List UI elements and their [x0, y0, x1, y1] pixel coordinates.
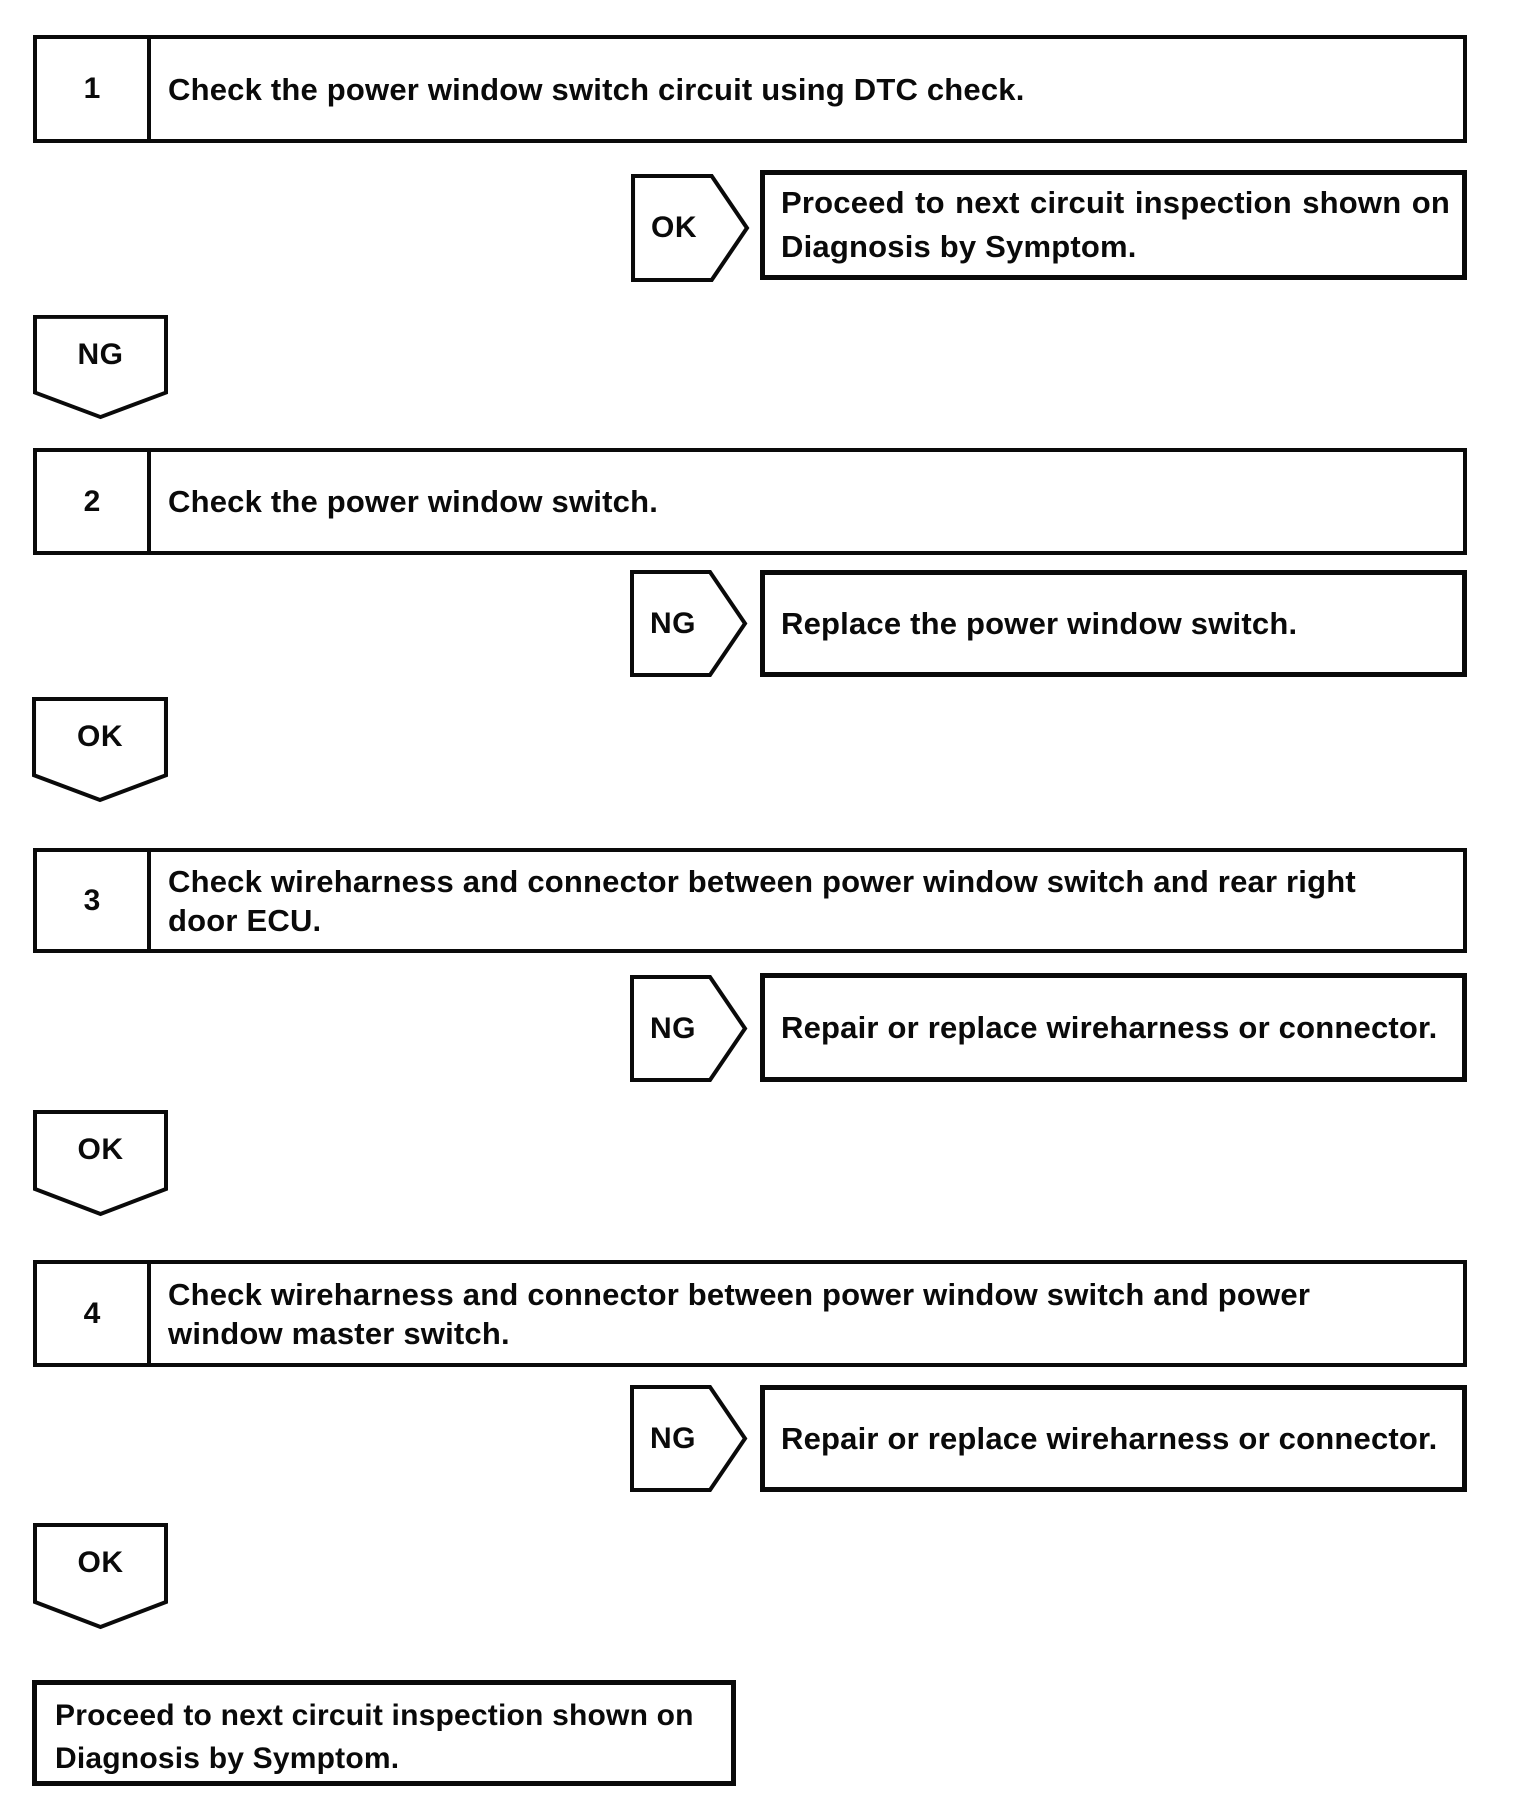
connector-label: NG: [650, 1011, 696, 1045]
result-box-2: Replace the power window switch.: [760, 570, 1467, 677]
connector-ok-down-2: OK: [32, 697, 168, 803]
connector-ok-down-3: OK: [33, 1110, 168, 1217]
step-number-3: 3: [37, 852, 151, 949]
connector-ng-right-4: NG: [630, 1385, 748, 1492]
result-text-line: Repair or replace wireharness or connect…: [781, 1009, 1438, 1045]
step-description-3: Check wireharness and connector between …: [151, 852, 1463, 949]
right-arrow-pentagon-icon: [630, 570, 748, 677]
connector-ng-right-3: NG: [630, 975, 748, 1082]
connector-ok-down-4: OK: [33, 1523, 168, 1630]
connector-ok-right-1: OK: [631, 174, 750, 282]
step-description-line: Check the power window switch.: [168, 484, 659, 519]
step-number-4: 4: [37, 1264, 151, 1363]
connector-label: NG: [77, 338, 124, 371]
connector-ng-right-2: NG: [630, 570, 748, 677]
step-description-line: window master switch.: [168, 1315, 510, 1351]
down-arrow-pentagon-icon: [33, 1110, 168, 1217]
connector-label: OK: [77, 1546, 124, 1579]
step-description-4: Check wireharness and connector between …: [151, 1264, 1463, 1363]
connector-label: OK: [77, 1133, 124, 1166]
connector-label: NG: [650, 606, 696, 640]
end-box-line: Proceed to next circuit inspection shown…: [55, 1699, 694, 1732]
step-description-line: Check wireharness and connector between …: [168, 863, 1356, 899]
end-box-line: Diagnosis by Symptom.: [55, 1742, 400, 1775]
step-box-3: 3 Check wireharness and connector betwee…: [33, 848, 1467, 953]
end-box: Proceed to next circuit inspection shown…: [32, 1680, 736, 1786]
step-description-line: Check the power window switch circuit us…: [168, 71, 1025, 107]
connector-label: OK: [77, 720, 123, 753]
connector-ng-down-1: NG: [33, 315, 168, 420]
result-box-3: Repair or replace wireharness or connect…: [760, 973, 1467, 1082]
result-text-line: Replace the power window switch.: [781, 605, 1298, 641]
result-text-line: Diagnosis by Symptom.: [781, 229, 1137, 264]
step-description-line: door ECU.: [168, 902, 322, 938]
step-description-2: Check the power window switch.: [151, 452, 1463, 551]
step-box-1: 1 Check the power window switch circuit …: [33, 35, 1467, 143]
right-arrow-pentagon-icon: [630, 1385, 748, 1492]
connector-label: NG: [650, 1421, 696, 1455]
step-box-2: 2 Check the power window switch.: [33, 448, 1467, 555]
connector-label: OK: [651, 211, 697, 244]
step-number-2: 2: [37, 452, 151, 551]
step-description-line: Check wireharness and connector between …: [168, 1276, 1311, 1312]
step-number-1: 1: [37, 39, 151, 139]
result-text-line: Repair or replace wireharness or connect…: [781, 1420, 1438, 1456]
step-description-1: Check the power window switch circuit us…: [151, 39, 1463, 139]
result-box-4: Repair or replace wireharness or connect…: [760, 1385, 1467, 1492]
down-arrow-pentagon-icon: [32, 697, 168, 803]
result-text-line: Proceed to next circuit inspection shown…: [781, 185, 1450, 220]
down-arrow-pentagon-icon: [33, 315, 168, 420]
down-arrow-pentagon-icon: [33, 1523, 168, 1630]
step-box-4: 4 Check wireharness and connector betwee…: [33, 1260, 1467, 1367]
right-arrow-pentagon-icon: [631, 174, 750, 282]
result-box-1: Proceed to next circuit inspection shown…: [760, 170, 1467, 280]
right-arrow-pentagon-icon: [630, 975, 748, 1082]
